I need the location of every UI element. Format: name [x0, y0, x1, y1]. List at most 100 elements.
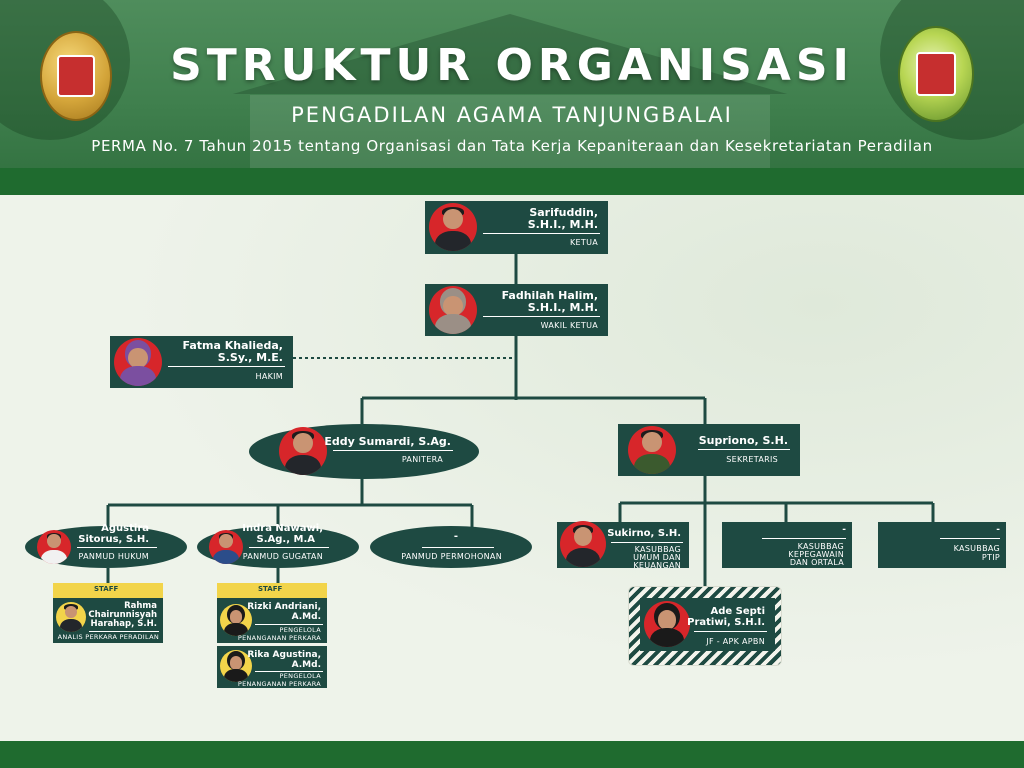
header-band	[0, 168, 1024, 195]
staff-gugatan-2-role-line-2: PENANGANAN PERKARA	[237, 680, 321, 688]
staff-gugatan-1-name-line-2: A.Md.	[291, 612, 321, 622]
staff-gugatan-photo-2	[220, 650, 252, 682]
wakil-ketua-photo	[429, 286, 477, 334]
wakil-ketua-name-line-1: Fadhilah Halim,	[501, 289, 598, 302]
sekretaris-role: SEKRETARIS	[726, 455, 778, 464]
staff-hukum-role: ANALIS PERKARA PERADILAN	[57, 633, 159, 641]
kasubbag-ptip-role-line-2: PTIP	[981, 553, 1000, 562]
panmud-gugatan-role: PANMUD GUGATAN	[242, 552, 323, 561]
kasubbag-umum-photo	[560, 521, 606, 567]
ketua-name-line-2: S.H.I., M.H.	[527, 218, 598, 231]
staff-gugatan-card-2: Rika Agustina, A.Md. PENGELOLA PENANGANA…	[217, 646, 327, 688]
page-title: STRUKTUR ORGANISASI	[170, 40, 854, 91]
staff-gugatan-2-role-line-1: PENGELOLA	[279, 672, 321, 680]
ketua-card: Sarifuddin, S.H.I., M.H. KETUA	[425, 201, 608, 254]
panitera-photo	[279, 427, 327, 475]
panmud-gugatan-name-line-2: S.Ag., M.A	[256, 534, 315, 545]
kasubbag-umum-role-line-3: KEUANGAN	[633, 561, 681, 570]
staff-gugatan-1-name-line-1: Rizki Andriani,	[247, 602, 321, 612]
panmud-hukum-card: Agustira Sitorus, S.H. PANMUD HUKUM	[25, 523, 187, 568]
wakil-ketua-name-line-2: S.H.I., M.H.	[527, 301, 598, 314]
kasubbag-umum-role-line-1: KASUBBAG	[634, 545, 681, 554]
hakim-card: Fatma Khalieda, S.Sy., M.E. HAKIM	[110, 336, 293, 388]
sekretaris-card: Supriono, S.H. SEKRETARIS	[618, 424, 800, 476]
panitera-card: Eddy Sumardi, S.Ag. PANITERA	[249, 424, 479, 479]
divider	[694, 631, 767, 632]
staff-gugatan-1-role-line-2: PENANGANAN PERKARA	[237, 634, 321, 642]
divider	[611, 542, 683, 543]
staff-hukum-name-line-3: Harahap, S.H.	[90, 619, 157, 629]
sekretaris-photo	[628, 426, 676, 474]
kasubbag-umum-role-line-2: UMUM DAN	[633, 553, 681, 562]
divider	[422, 547, 494, 548]
staff-hukum-card: Rahma Chairunnisyah Harahap, S.H. ANALIS…	[53, 598, 163, 643]
footer-band	[0, 741, 1024, 768]
divider	[77, 547, 157, 548]
jf-apk-name-line-2: Pratiwi, S.H.I.	[687, 617, 765, 628]
staff-tag-hukum: STAFF	[53, 583, 163, 598]
jf-apk-role: JF - APK APBN	[706, 637, 765, 646]
staff-gugatan-2-name-line-2: A.Md.	[291, 660, 321, 670]
kasubbag-kepegawaian-role-line-1: KASUBBAG	[797, 542, 844, 551]
chart-canvas	[0, 195, 1024, 741]
staff-tag-gugatan: STAFF	[217, 583, 327, 598]
divider	[89, 631, 159, 632]
building-decoration	[250, 95, 770, 170]
staff-hukum-name-line-2: Chairunnisyah	[88, 610, 157, 620]
jf-apk-card: Ade Septi Pratiwi, S.H.I. JF - APK APBN	[640, 598, 775, 651]
ketua-photo	[429, 203, 477, 251]
panmud-gugatan-name-line-1: Indra Nawawi,	[242, 523, 323, 534]
hakim-name-line-2: S.Sy., M.E.	[217, 351, 283, 364]
panmud-hukum-role: PANMUD HUKUM	[78, 552, 149, 561]
mahkamah-agung-seal-icon	[40, 31, 112, 121]
divider	[255, 671, 323, 672]
divider	[940, 538, 1000, 539]
staff-hukum-name-line-1: Rahma	[124, 601, 157, 611]
kasubbag-kepegawaian-role-line-2: KEPEGAWAIN	[788, 550, 844, 559]
hakim-role: HAKIM	[255, 372, 283, 381]
divider	[249, 547, 329, 548]
panitera-name: Eddy Sumardi, S.Ag.	[324, 435, 451, 448]
panmud-gugatan-photo	[209, 530, 243, 564]
jf-apk-name-line-1: Ade Septi	[710, 606, 765, 617]
ketua-name-line-1: Sarifuddin,	[529, 206, 598, 219]
sekretaris-name: Supriono, S.H.	[698, 434, 788, 447]
panmud-hukum-name-line-2: Sitorus, S.H.	[78, 534, 149, 545]
divider	[483, 233, 600, 234]
divider	[762, 538, 846, 539]
panmud-permohonan-role: PANMUD PERMOHONAN	[401, 552, 502, 561]
staff-hukum-photo	[56, 602, 86, 632]
panmud-hukum-name-line-1: Agustira	[101, 523, 149, 534]
panmud-gugatan-card: Indra Nawawi, S.Ag., M.A PANMUD GUGATAN	[197, 523, 359, 568]
kasubbag-ptip-role-line-1: KASUBBAG	[953, 544, 1000, 553]
divider	[698, 449, 790, 450]
page-subtitle: PENGADILAN AGAMA TANJUNGBALAI	[291, 103, 733, 127]
kasubbag-kepegawaian-card: - KASUBBAG KEPEGAWAIN DAN ORTALA	[722, 522, 852, 568]
hakim-name-line-1: Fatma Khalieda,	[182, 339, 283, 352]
panmud-permohonan-name: -	[453, 531, 458, 542]
panitera-role: PANITERA	[401, 455, 443, 464]
hakim-photo	[114, 338, 162, 386]
kasubbag-umum-card: Sukirno, S.H. KASUBBAG UMUM DAN KEUANGAN	[557, 521, 689, 570]
jf-apk-photo	[644, 601, 690, 647]
kasubbag-ptip-card: - KASUBBAG PTIP	[878, 522, 1006, 568]
wakil-ketua-role: WAKIL KETUA	[540, 321, 598, 330]
wakil-ketua-card: Fadhilah Halim, S.H.I., M.H. WAKIL KETUA	[425, 284, 608, 336]
kasubbag-kepegawaian-role-line-3: DAN ORTALA	[789, 558, 844, 567]
kasubbag-kepegawaian-name: -	[842, 525, 846, 535]
kasubbag-ptip-name: -	[996, 525, 1000, 535]
staff-gugatan-card-1: Rizki Andriani, A.Md. PENGELOLA PENANGAN…	[217, 598, 327, 643]
divider	[333, 450, 453, 451]
kasubbag-umum-name: Sukirno, S.H.	[607, 528, 681, 539]
divider	[483, 316, 600, 317]
divider	[168, 366, 285, 367]
regulation-text: PERMA No. 7 Tahun 2015 tentang Organisas…	[91, 137, 933, 155]
pengadilan-agama-seal-icon	[898, 26, 974, 122]
ketua-role: KETUA	[569, 238, 598, 247]
panmud-hukum-photo	[37, 530, 71, 564]
staff-gugatan-1-role-line-1: PENGELOLA	[279, 626, 321, 634]
divider	[255, 624, 323, 625]
staff-gugatan-2-name-line-1: Rika Agustina,	[247, 650, 321, 660]
panmud-permohonan-card: - PANMUD PERMOHONAN	[370, 526, 532, 568]
